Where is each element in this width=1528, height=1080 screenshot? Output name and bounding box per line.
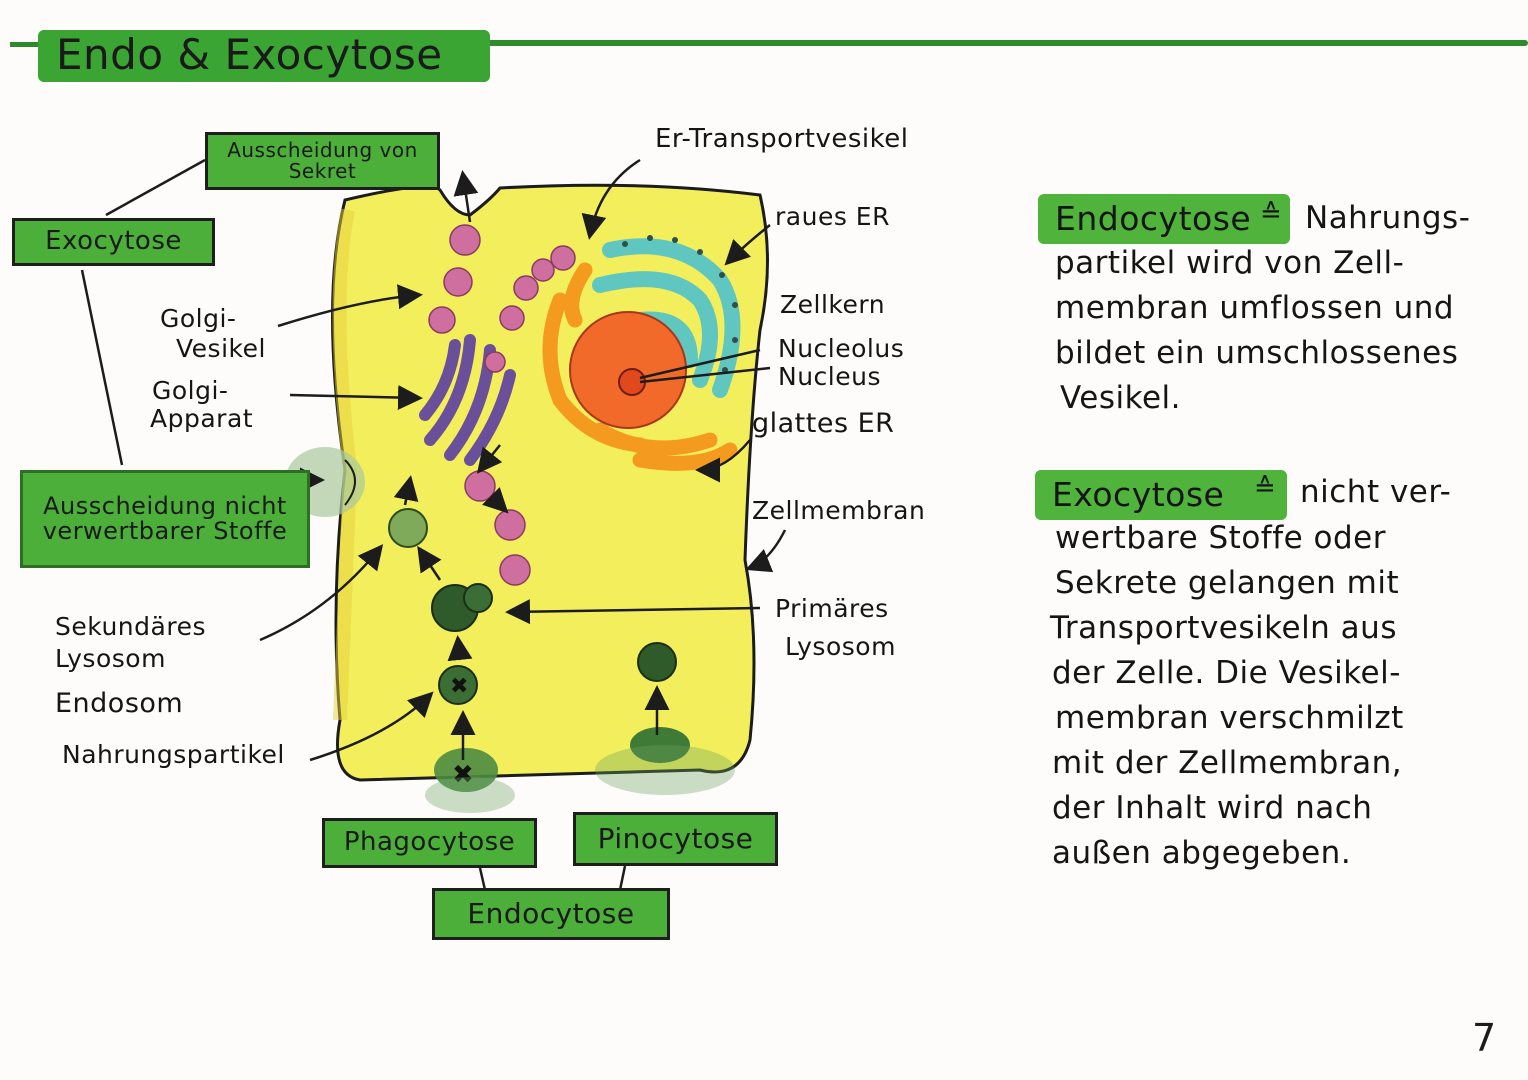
endo-line-1: partikel wird von Zell-	[1055, 245, 1405, 281]
label-glattes-er: glattes ER	[752, 408, 895, 439]
label-nucleus: Nucleus	[778, 362, 881, 391]
page-number: 7	[1472, 1016, 1497, 1060]
vesicle-chain	[428, 224, 576, 586]
lysosomes: ✖	[388, 508, 677, 705]
title-line-left	[10, 42, 50, 47]
box-phagocytose: Phagocytose	[322, 818, 537, 868]
endo-eq: ≙	[1260, 199, 1283, 229]
smooth-er	[542, 262, 738, 471]
endo-line-2: membran umflossen und	[1055, 290, 1455, 326]
endo-line-4: Vesikel.	[1060, 380, 1182, 416]
svg-text:✖: ✖	[452, 760, 474, 790]
exo-line-1: wertbare Stoffe oder	[1055, 520, 1387, 556]
exo-term: Exocytose	[1052, 475, 1225, 514]
label-lysosom: Lysosom	[785, 632, 896, 661]
exo-line-0: nicht ver-	[1300, 474, 1452, 510]
box-endocytose: Endocytose	[432, 888, 670, 940]
label-golgi-vesikel-2: Vesikel	[176, 334, 266, 363]
exo-line-2: Sekrete gelangen mit	[1055, 565, 1400, 601]
label-sek-lysosom: Lysosom	[55, 644, 166, 673]
label-zellmembran: Zellmembran	[752, 496, 926, 525]
label-nucleolus: Nucleolus	[778, 334, 905, 363]
svg-text:✖: ✖	[450, 674, 468, 699]
exo-line-7: der Inhalt wird nach	[1052, 790, 1373, 826]
page-title: Endo & Exocytose	[56, 30, 443, 79]
label-golgi-apparat-2: Apparat	[150, 404, 254, 433]
exo-term-highlight	[1035, 470, 1287, 520]
endo-term: Endocytose	[1055, 199, 1252, 238]
box-ausscheidung-sekret: Ausscheidung von Sekret	[205, 132, 440, 190]
endo-line-0: Nahrungs-	[1305, 200, 1471, 236]
exo-eq: ≙	[1254, 473, 1277, 503]
title-line	[480, 40, 1528, 46]
exo-line-4: der Zelle. Die Vesikel-	[1052, 655, 1401, 691]
endo-line-3: bildet ein umschlossenes	[1055, 335, 1459, 371]
phagocytose-cup	[434, 748, 498, 792]
endo-term-highlight	[1038, 194, 1290, 244]
box-pinocytose: Pinocytose	[573, 812, 778, 866]
label-zellkern: Zellkern	[780, 290, 886, 319]
label-golgi-apparat-1: Golgi-	[152, 376, 229, 405]
label-primaeres: Primäres	[775, 594, 889, 623]
exo-line-6: mit der Zellmembran,	[1052, 745, 1403, 781]
exo-line-3: Transportvesikeln aus	[1050, 610, 1397, 646]
label-raues-er: raues ER	[775, 202, 890, 231]
label-nahrungspartikel: Nahrungspartikel	[62, 740, 285, 769]
label-sekundaeres: Sekundäres	[55, 612, 206, 641]
box-ausscheidung-stoffe: Ausscheidung nicht verwertbarer Stoffe	[20, 470, 310, 568]
label-golgi-vesikel-1: Golgi-	[160, 304, 237, 333]
label-er-transportvesikel: Er-Transportvesikel	[655, 124, 909, 154]
pinocytose-cup	[630, 727, 690, 763]
exo-line-8: außen abgegeben.	[1052, 835, 1352, 871]
exo-line-5: membran verschmilzt	[1055, 700, 1404, 736]
title-highlight	[38, 30, 490, 82]
label-endosom: Endosom	[55, 688, 184, 719]
box-exocytose: Exocytose	[12, 218, 215, 266]
